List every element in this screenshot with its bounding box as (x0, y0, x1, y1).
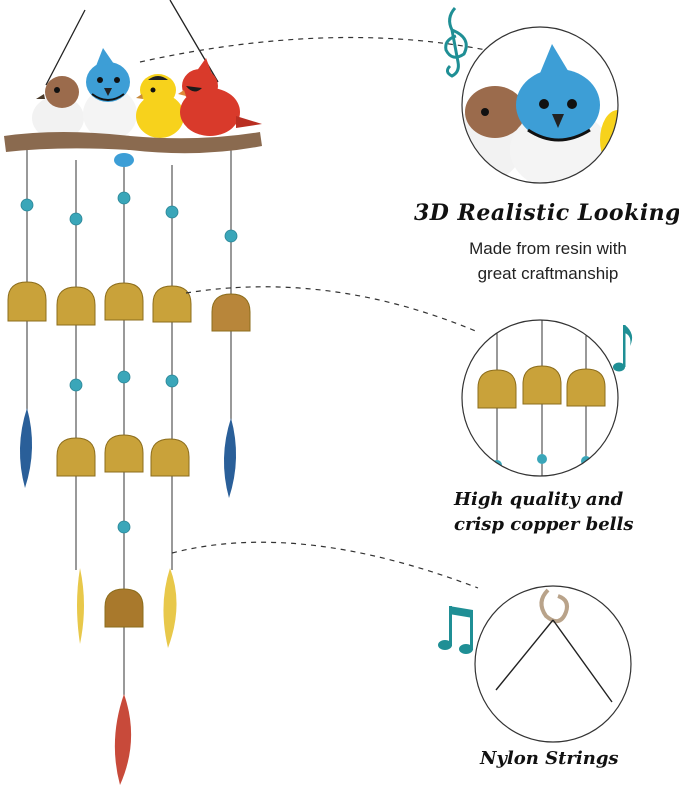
glass-beads (20, 191, 238, 534)
bird-tail (114, 153, 134, 167)
blue-feather (223, 418, 237, 498)
yellow-feather (77, 568, 84, 644)
sparrow-bird (32, 76, 84, 140)
detail-circle-bells (461, 319, 619, 477)
feature-title-bells-line1: High quality and (454, 489, 624, 510)
feature-description-line: great craftmanship (477, 264, 619, 283)
resin-birds (32, 48, 262, 140)
treble-clef-icon (444, 6, 468, 78)
detail-circle-strings (474, 585, 632, 743)
copper-bells (7, 281, 251, 628)
feature-title-bells-line2: crisp copper bells (454, 514, 634, 535)
goldfinch-bird (136, 74, 184, 138)
detail-circle-birds (461, 26, 619, 184)
feature-title-realistic: 3D Realistic Looking (414, 200, 679, 226)
callout-lines (139, 36, 487, 589)
branch (4, 132, 262, 154)
feature-description-line: Made from resin with (469, 239, 627, 258)
blue-feather (19, 408, 33, 488)
blue-jay-bird (83, 48, 137, 140)
yellow-feather (163, 568, 177, 648)
feature-title-strings: Nylon Strings (480, 748, 619, 769)
music-notes (438, 6, 633, 654)
chime-strings (26, 150, 232, 700)
hanging-string (45, 0, 219, 86)
red-feather (114, 694, 132, 785)
eighth-note-icon (613, 325, 633, 372)
beamed-notes-icon (438, 606, 473, 654)
cardinal-bird (178, 58, 262, 136)
feathers (19, 408, 237, 785)
